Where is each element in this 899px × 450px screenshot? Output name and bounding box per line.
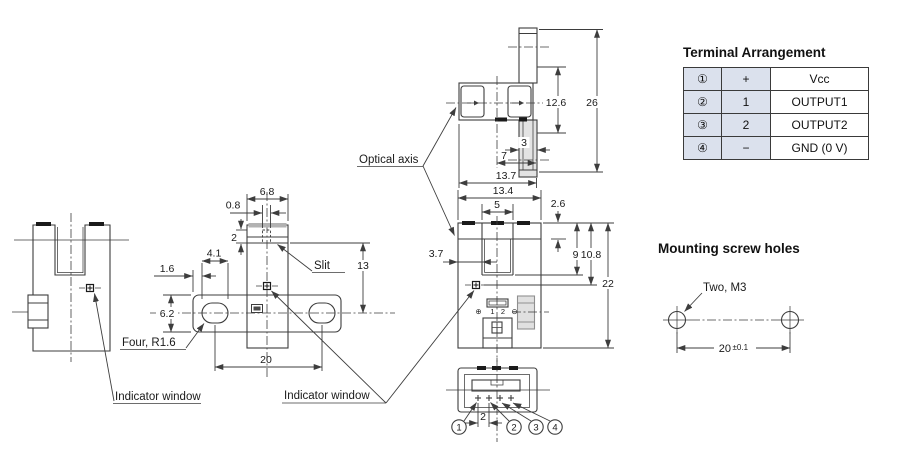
label-texts: Optical axis Slit Four, R1.6 Indicator w… [113, 154, 749, 404]
connector-pins [475, 395, 514, 401]
mounting-hole-right [308, 302, 336, 324]
pin-signal-cell: Vcc [770, 67, 869, 91]
top-view [446, 27, 603, 188]
optical-axis-arrow-left [474, 100, 479, 106]
polarity-minus-mark: ⊖ [511, 307, 517, 316]
mounting-flange [192, 294, 342, 333]
dim-hole-pitch: 20 [260, 354, 272, 366]
output2-mark: 2 [501, 307, 505, 316]
table-row: ④ − GND (0 V) [683, 136, 869, 160]
two-m3-label: Two, M3 [703, 282, 746, 294]
pin-callout-4-circle [547, 419, 563, 435]
indicator-window-label-center: Indicator window [284, 390, 370, 402]
indicator-window-marker-side [79, 283, 101, 293]
output1-mark: 1 [490, 307, 494, 316]
pin-callout-1-circle [451, 419, 467, 435]
bottom-view [446, 358, 563, 442]
dim-slot-depth: 9 [573, 249, 579, 261]
front-marking-texts: ⊕ 1 2 ⊖ [475, 307, 517, 316]
pin-symbol-cell: − [721, 136, 771, 160]
pin-number-cell: ① [683, 67, 722, 91]
pin-symbol-cell: 2 [721, 113, 771, 137]
mounting-screw-holes-title: Mounting screw holes [658, 241, 800, 256]
dim-axis-to-tab: 12.6 [546, 97, 567, 109]
polarity-plus-mark: ⊕ [475, 307, 481, 316]
dim-to-indicator: 10.8 [581, 249, 602, 261]
pin-number-cell: ③ [683, 113, 722, 137]
terminal-arrangement-panel: Terminal Arrangement ① + Vcc ② 1 OUTPUT1… [683, 45, 869, 160]
screw-pitch-tolerance: ±0.1 [733, 343, 749, 352]
mounting-screw-holes-panel: Mounting screw holes [658, 241, 800, 263]
dim-overall-depth: 13.7 [496, 170, 517, 182]
slit-shape [262, 229, 271, 244]
dim-edge-to-hole: 1.6 [160, 263, 175, 275]
terminal-arrangement-table: ① + Vcc ② 1 OUTPUT1 ③ 2 OUTPUT2 ④ − GND … [683, 67, 869, 160]
optical-axis-callout [357, 107, 457, 236]
pin-callout-1: 1 [456, 423, 461, 434]
indicator-window-label-left: Indicator window [115, 391, 201, 403]
terminal-arrangement-title: Terminal Arrangement [683, 45, 826, 60]
pin-signal-cell: OUTPUT2 [770, 113, 869, 137]
pin-callout-texts: 1 2 3 4 [456, 423, 557, 434]
dim-height: 22 [602, 278, 614, 290]
side-view [12, 213, 129, 402]
dim-tab-width: 3 [521, 137, 527, 149]
dim-slot-width: 5 [494, 199, 500, 211]
pin-signal-cell: OUTPUT1 [770, 90, 869, 114]
dimension-texts: 6.8 0.8 2 4.1 1.6 6.2 13 20 12.6 26 3 7 … [156, 96, 616, 423]
dim-overall: 26 [586, 97, 598, 109]
front-view [385, 190, 614, 404]
indicator-window-marker-front [465, 280, 487, 290]
pin-callout-2: 2 [511, 423, 516, 434]
dim-top-width: 6.8 [260, 186, 275, 198]
pin-callout-4: 4 [552, 423, 557, 434]
dim-axis-offset: 7 [501, 150, 507, 162]
mounting-hole-left [201, 302, 229, 324]
dim-hole-length: 4.1 [207, 248, 222, 260]
four-r16-label: Four, R1.6 [122, 337, 176, 349]
dim-front-width: 13.4 [493, 185, 514, 197]
pin-number-cell: ② [683, 90, 722, 114]
dim-pin-pitch: 2 [480, 411, 486, 423]
dim-slit-width: 0.8 [226, 200, 241, 212]
pin-callout-3-circle [528, 419, 544, 435]
slit-label: Slit [314, 260, 331, 272]
screw-pitch-value: 20 [719, 343, 731, 355]
pin-callout-2-circle [506, 419, 522, 435]
table-row: ② 1 OUTPUT1 [683, 90, 869, 114]
pin-callout-3: 3 [533, 423, 538, 434]
table-row: ① + Vcc [683, 67, 869, 91]
pin-symbol-cell: 1 [721, 90, 771, 114]
pin-symbol-cell: + [721, 67, 771, 91]
optical-axis-label: Optical axis [359, 154, 419, 166]
flange-view [120, 192, 395, 404]
mounting-screw-holes-drawing [663, 292, 804, 353]
pin-signal-cell: GND (0 V) [770, 136, 869, 160]
dim-slit-depth: 2 [231, 232, 237, 244]
indicator-window-marker-flange [256, 281, 278, 291]
dim-axis-to-center: 13 [357, 260, 369, 272]
table-row: ③ 2 OUTPUT2 [683, 113, 869, 137]
dim-flange-height: 6.2 [160, 308, 175, 320]
pin-number-cell: ④ [683, 136, 722, 160]
dim-edge-to-slot: 3.7 [429, 248, 444, 260]
dim-top-clear: 2.6 [551, 198, 566, 210]
